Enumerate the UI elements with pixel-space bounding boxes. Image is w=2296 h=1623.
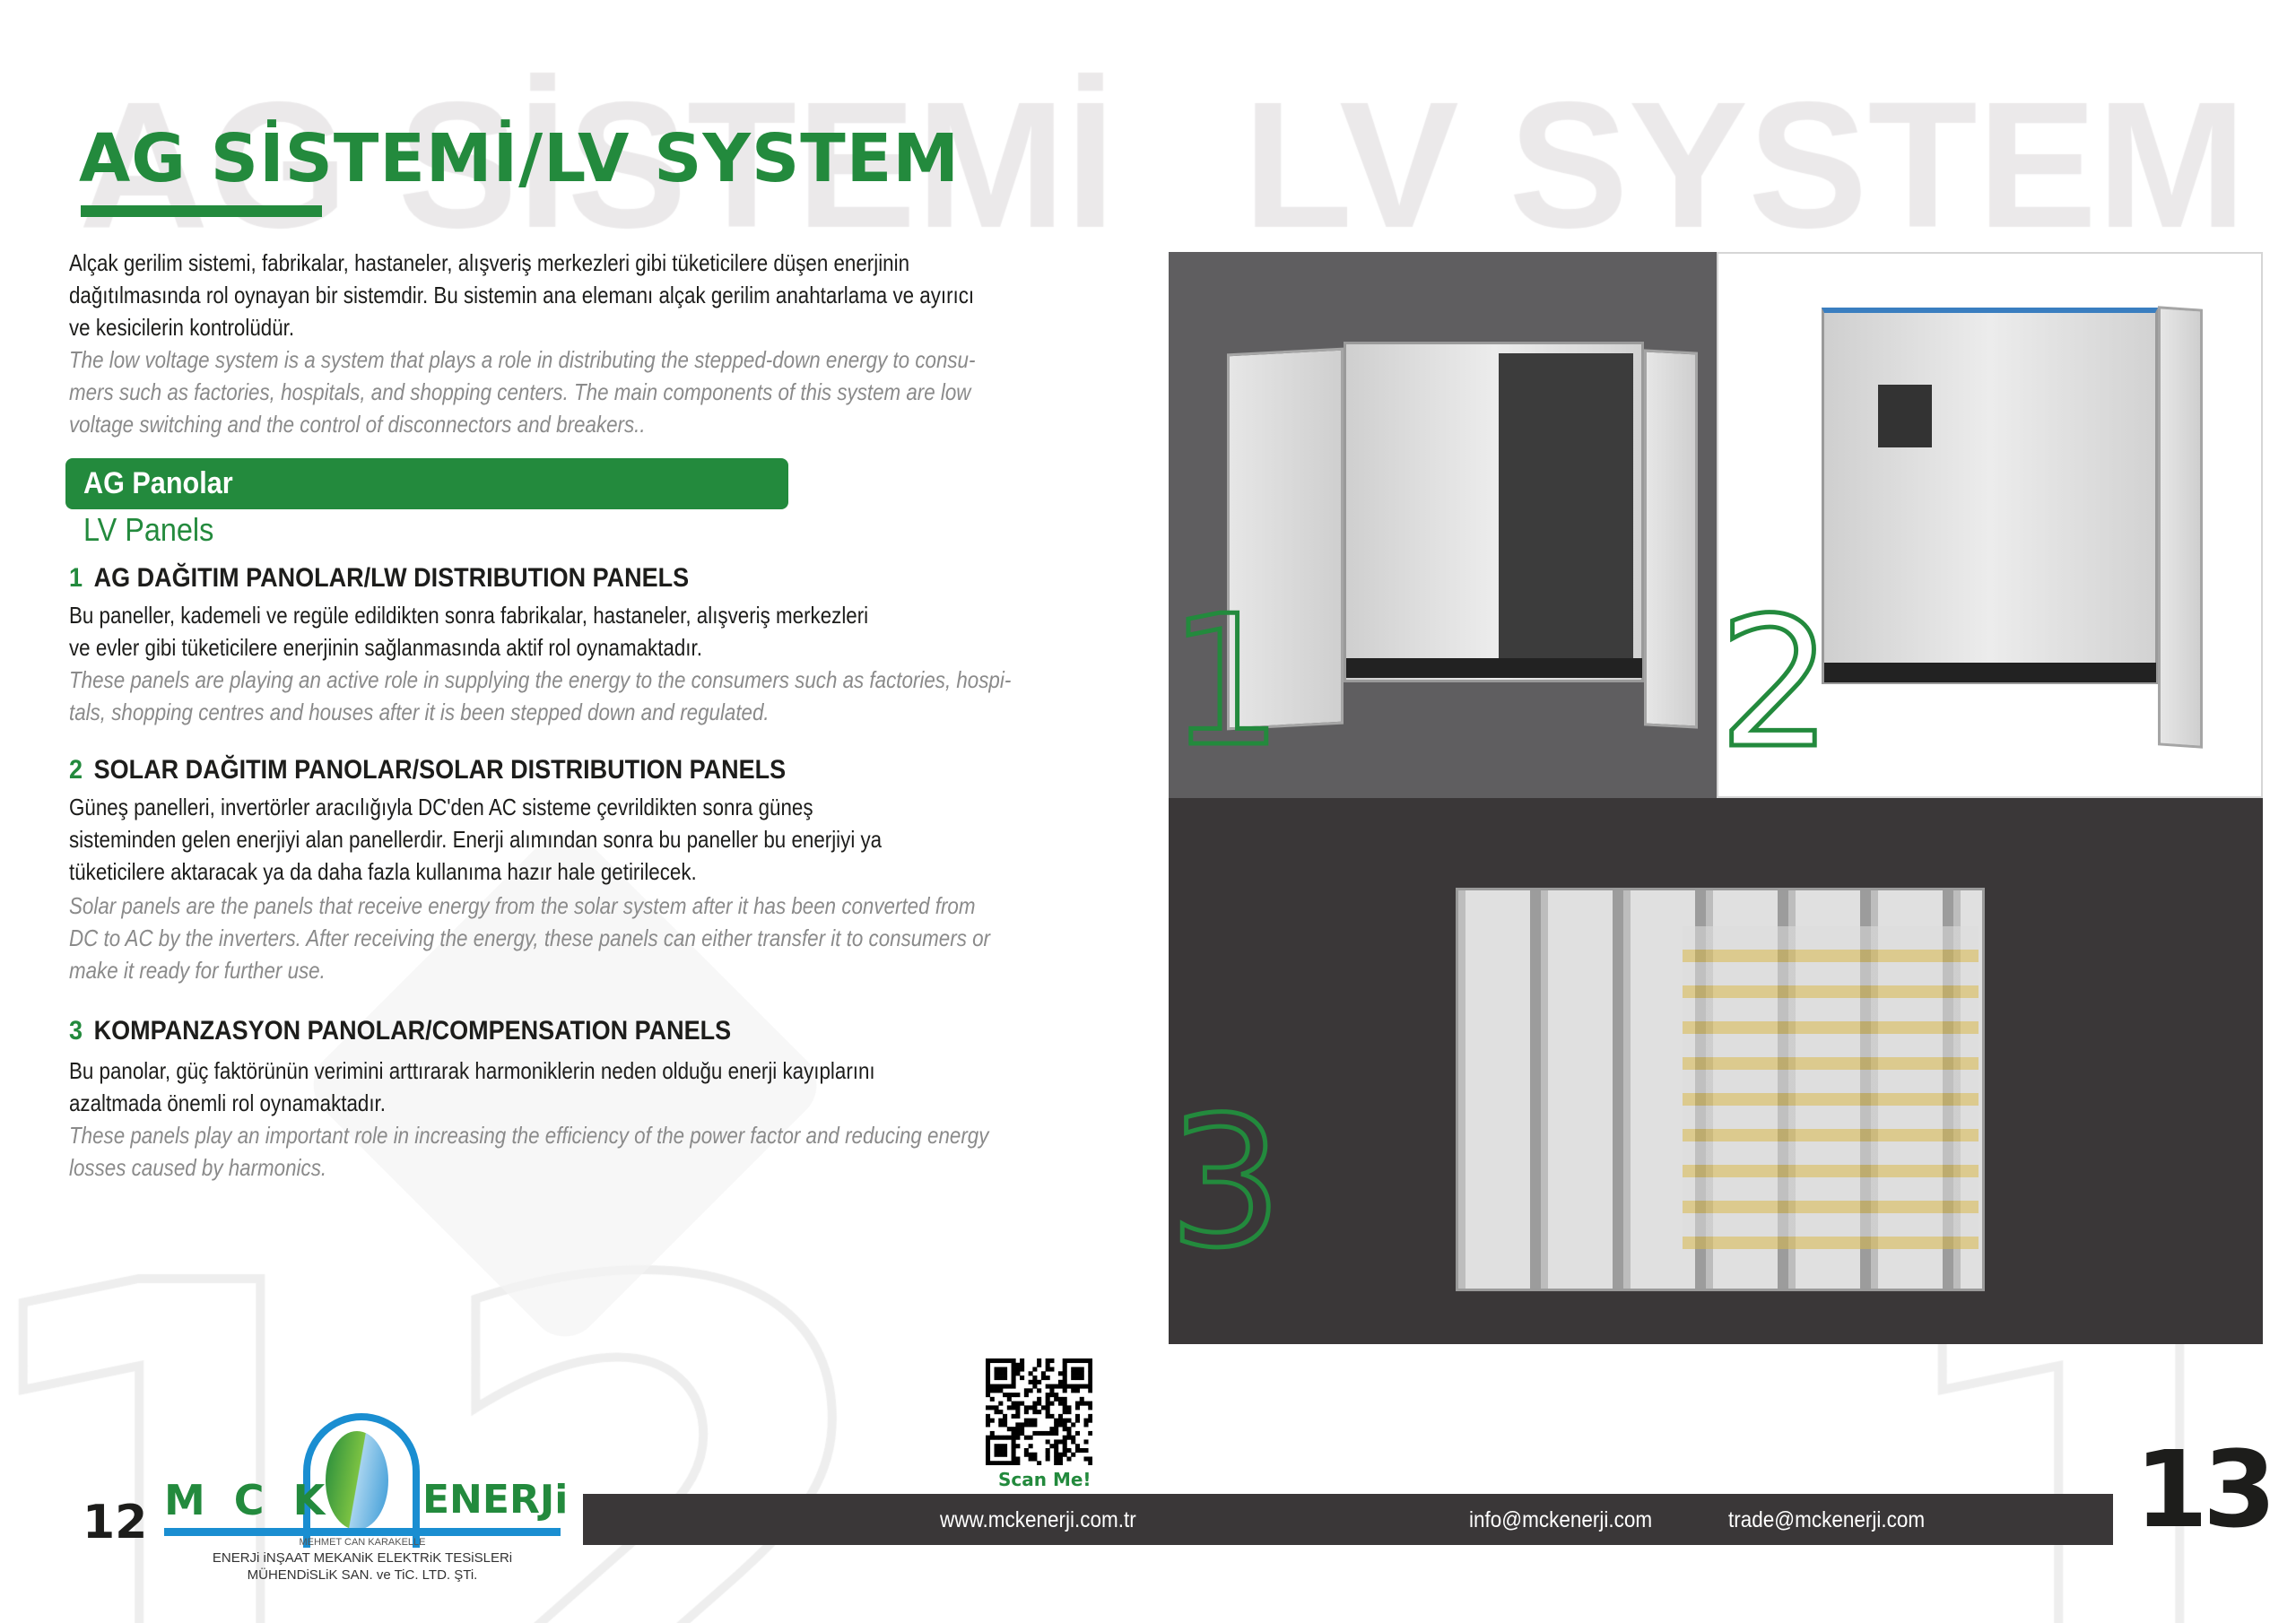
item-heading-text: SOLAR DAĞITIM PANOLAR/SOLAR DISTRIBUTION…	[93, 755, 787, 785]
item-en-line: These panels play an important role in i…	[69, 1122, 989, 1149]
title-underline	[81, 205, 322, 217]
logo-text-left: M C K	[164, 1476, 333, 1524]
photo-solar-panel: 2	[1717, 252, 2263, 798]
photo-number: 3	[1169, 1079, 1285, 1288]
item-tr-line: Bu panolar, güç faktörünün verimini artt…	[69, 1057, 875, 1084]
item-number: 3	[69, 1016, 83, 1046]
logo-tagline: MEHMET CAN KARAKELLE	[299, 1537, 426, 1548]
photo-compensation-panel: 3	[1169, 798, 2263, 1344]
company-logo: M C K ENERJi MEHMET CAN KARAKELLE ENERJi…	[164, 1413, 568, 1584]
item-heading: 1 AG DAĞITIM PANOLAR/LW DISTRIBUTION PANE…	[69, 563, 689, 594]
photo-number: 2	[1718, 579, 1835, 788]
item-tr-line: Bu paneller, kademeli ve regüle edildikt…	[69, 602, 869, 629]
intro-tr-line: ve kesicilerin kontrolüdür.	[69, 314, 295, 341]
item-en-line: tals, shopping centres and houses after …	[69, 699, 770, 725]
section-header: AG Panolar	[65, 458, 788, 509]
cabinet-door	[1644, 349, 1698, 729]
logo-arc	[303, 1413, 420, 1548]
item-en-line: losses caused by harmonics.	[69, 1154, 327, 1181]
footer-email-info-link[interactable]: info@mckenerji.com	[1469, 1507, 1653, 1532]
logo-text-right: ENERJi	[422, 1477, 569, 1523]
footer-email-trade-link[interactable]: trade@mckenerji.com	[1728, 1507, 1926, 1532]
cabinet	[1344, 342, 1644, 682]
qr-caption: Scan Me!	[998, 1469, 1091, 1490]
cabinet	[1822, 308, 2158, 684]
item-heading-text: KOMPANZASYON PANOLAR/COMPENSATION PANELS	[93, 1016, 732, 1046]
item-tr-line: tüketicilere aktaracak ya da daha fazla …	[69, 858, 697, 885]
intro-tr-line: Alçak gerilim sistemi, fabrikalar, hasta…	[69, 249, 910, 276]
intro-en-line: mers such as factories, hospitals, and s…	[69, 378, 971, 405]
footer-website-link[interactable]: www.mckenerji.com.tr	[940, 1507, 1136, 1532]
page-title: AG SİSTEMİ/LV SYSTEM	[79, 120, 960, 197]
item-en-line: Solar panels are the panels that receive…	[69, 892, 976, 919]
item-tr-line: Güneş panelleri, invertörler aracılığıyl…	[69, 794, 813, 820]
item-heading-text: AG DAĞITIM PANOLAR/LW DISTRIBUTION PANEL…	[93, 563, 690, 593]
intro-en-line: voltage switching and the control of dis…	[69, 411, 646, 438]
leaf-icon	[326, 1431, 388, 1530]
section-subtitle: LV Panels	[83, 511, 214, 548]
cabinet-door	[2158, 306, 2203, 749]
logo-line2: MÜHENDiSLiK SAN. ve TiC. LTD. ŞTi.	[247, 1567, 478, 1583]
logo-bar	[164, 1528, 561, 1536]
page-number-left: 12	[83, 1496, 148, 1549]
intro-en-line: The low voltage system is a system that …	[69, 346, 976, 373]
item-number: 2	[69, 755, 83, 785]
page-number-right: 13	[2135, 1428, 2276, 1551]
photo-distribution-panel: 1	[1169, 252, 1717, 798]
footer-bar	[583, 1494, 2113, 1545]
cabinet-row	[1456, 888, 1985, 1291]
qr-code[interactable]	[986, 1358, 1092, 1465]
item-en-line: DC to AC by the inverters. After receivi…	[69, 924, 990, 951]
item-en-line: make it ready for further use.	[69, 957, 326, 984]
item-heading: 3 KOMPANZASYON PANOLAR/COMPENSATION PANEL…	[69, 1016, 731, 1046]
item-tr-line: sisteminden gelen enerjiyi alan paneller…	[69, 826, 883, 853]
item-heading: 2 SOLAR DAĞITIM PANOLAR/SOLAR DISTRIBUTIO…	[69, 755, 786, 785]
item-tr-line: ve evler gibi tüketicilere enerjinin sağ…	[69, 634, 702, 661]
logo-line1: ENERJi iNŞAAT MEKANiK ELEKTRiK TESiSLERi	[212, 1550, 513, 1566]
section-title: AG Panolar	[83, 466, 233, 500]
intro-tr-line: dağıtılmasında rol oynayan bir sistemdir…	[69, 282, 975, 308]
item-en-line: These panels are playing an active role …	[69, 666, 1012, 693]
item-number: 1	[69, 563, 83, 593]
photo-number: 1	[1169, 577, 1285, 786]
item-tr-line: azaltmada önemli rol oynamaktadır.	[69, 1089, 386, 1116]
